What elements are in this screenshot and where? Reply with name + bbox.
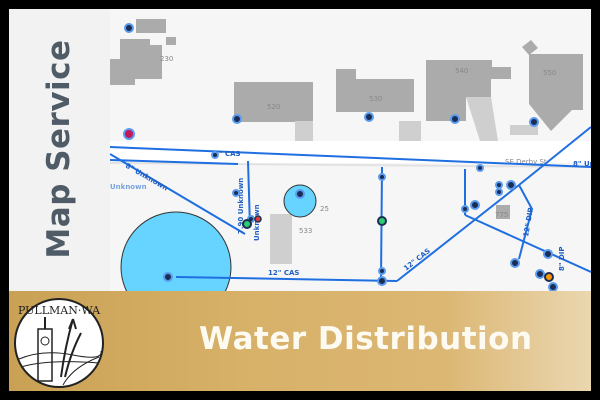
street-label: SE Derby St bbox=[505, 158, 547, 166]
map-features[interactable] bbox=[123, 23, 558, 292]
thumbnail-card[interactable]: Map Service bbox=[9, 9, 591, 391]
side-panel: Map Service bbox=[9, 9, 110, 291]
building-540 bbox=[426, 60, 511, 121]
pipe-label: Unknown bbox=[253, 204, 261, 241]
map-canvas: 230 520 530 540 550 25 533 775 SE Derby … bbox=[106, 9, 591, 323]
building-520 bbox=[234, 82, 313, 122]
address-label: 25 bbox=[320, 205, 329, 213]
address-label: 533 bbox=[299, 227, 312, 235]
water-mains[interactable] bbox=[109, 126, 591, 282]
pipe-label: Unknown bbox=[110, 183, 147, 191]
buffer-circle-small[interactable] bbox=[283, 184, 317, 218]
pipe-label: 12" CAS bbox=[268, 269, 299, 277]
map-view[interactable]: 230 520 530 540 550 25 533 775 SE Derby … bbox=[106, 9, 591, 323]
title-banner: PULLMAN·WA Water Distribution bbox=[9, 291, 591, 391]
side-title: Map Service bbox=[41, 39, 77, 259]
address-label: 550 bbox=[543, 69, 556, 77]
address-label: 520 bbox=[267, 103, 280, 111]
address-label: 530 bbox=[369, 95, 382, 103]
pipe-label: 8" DIP bbox=[558, 247, 566, 272]
pipe-label: 7.90 Unknown bbox=[237, 178, 245, 234]
pipe-label: 8" CAS bbox=[214, 150, 241, 158]
building-230 bbox=[106, 39, 162, 85]
pullman-wa-logo: PULLMAN·WA bbox=[13, 297, 105, 389]
buildings bbox=[106, 19, 583, 219]
svg-text:PULLMAN·WA: PULLMAN·WA bbox=[18, 304, 101, 317]
address-label: 775 bbox=[495, 211, 508, 219]
building-530 bbox=[336, 69, 414, 112]
building-550 bbox=[529, 54, 583, 131]
address-label: 540 bbox=[455, 67, 468, 75]
banner-title: Water Distribution bbox=[199, 321, 533, 357]
address-label: 230 bbox=[160, 55, 173, 63]
pipe-label: 8" Unknown bbox=[573, 160, 591, 168]
